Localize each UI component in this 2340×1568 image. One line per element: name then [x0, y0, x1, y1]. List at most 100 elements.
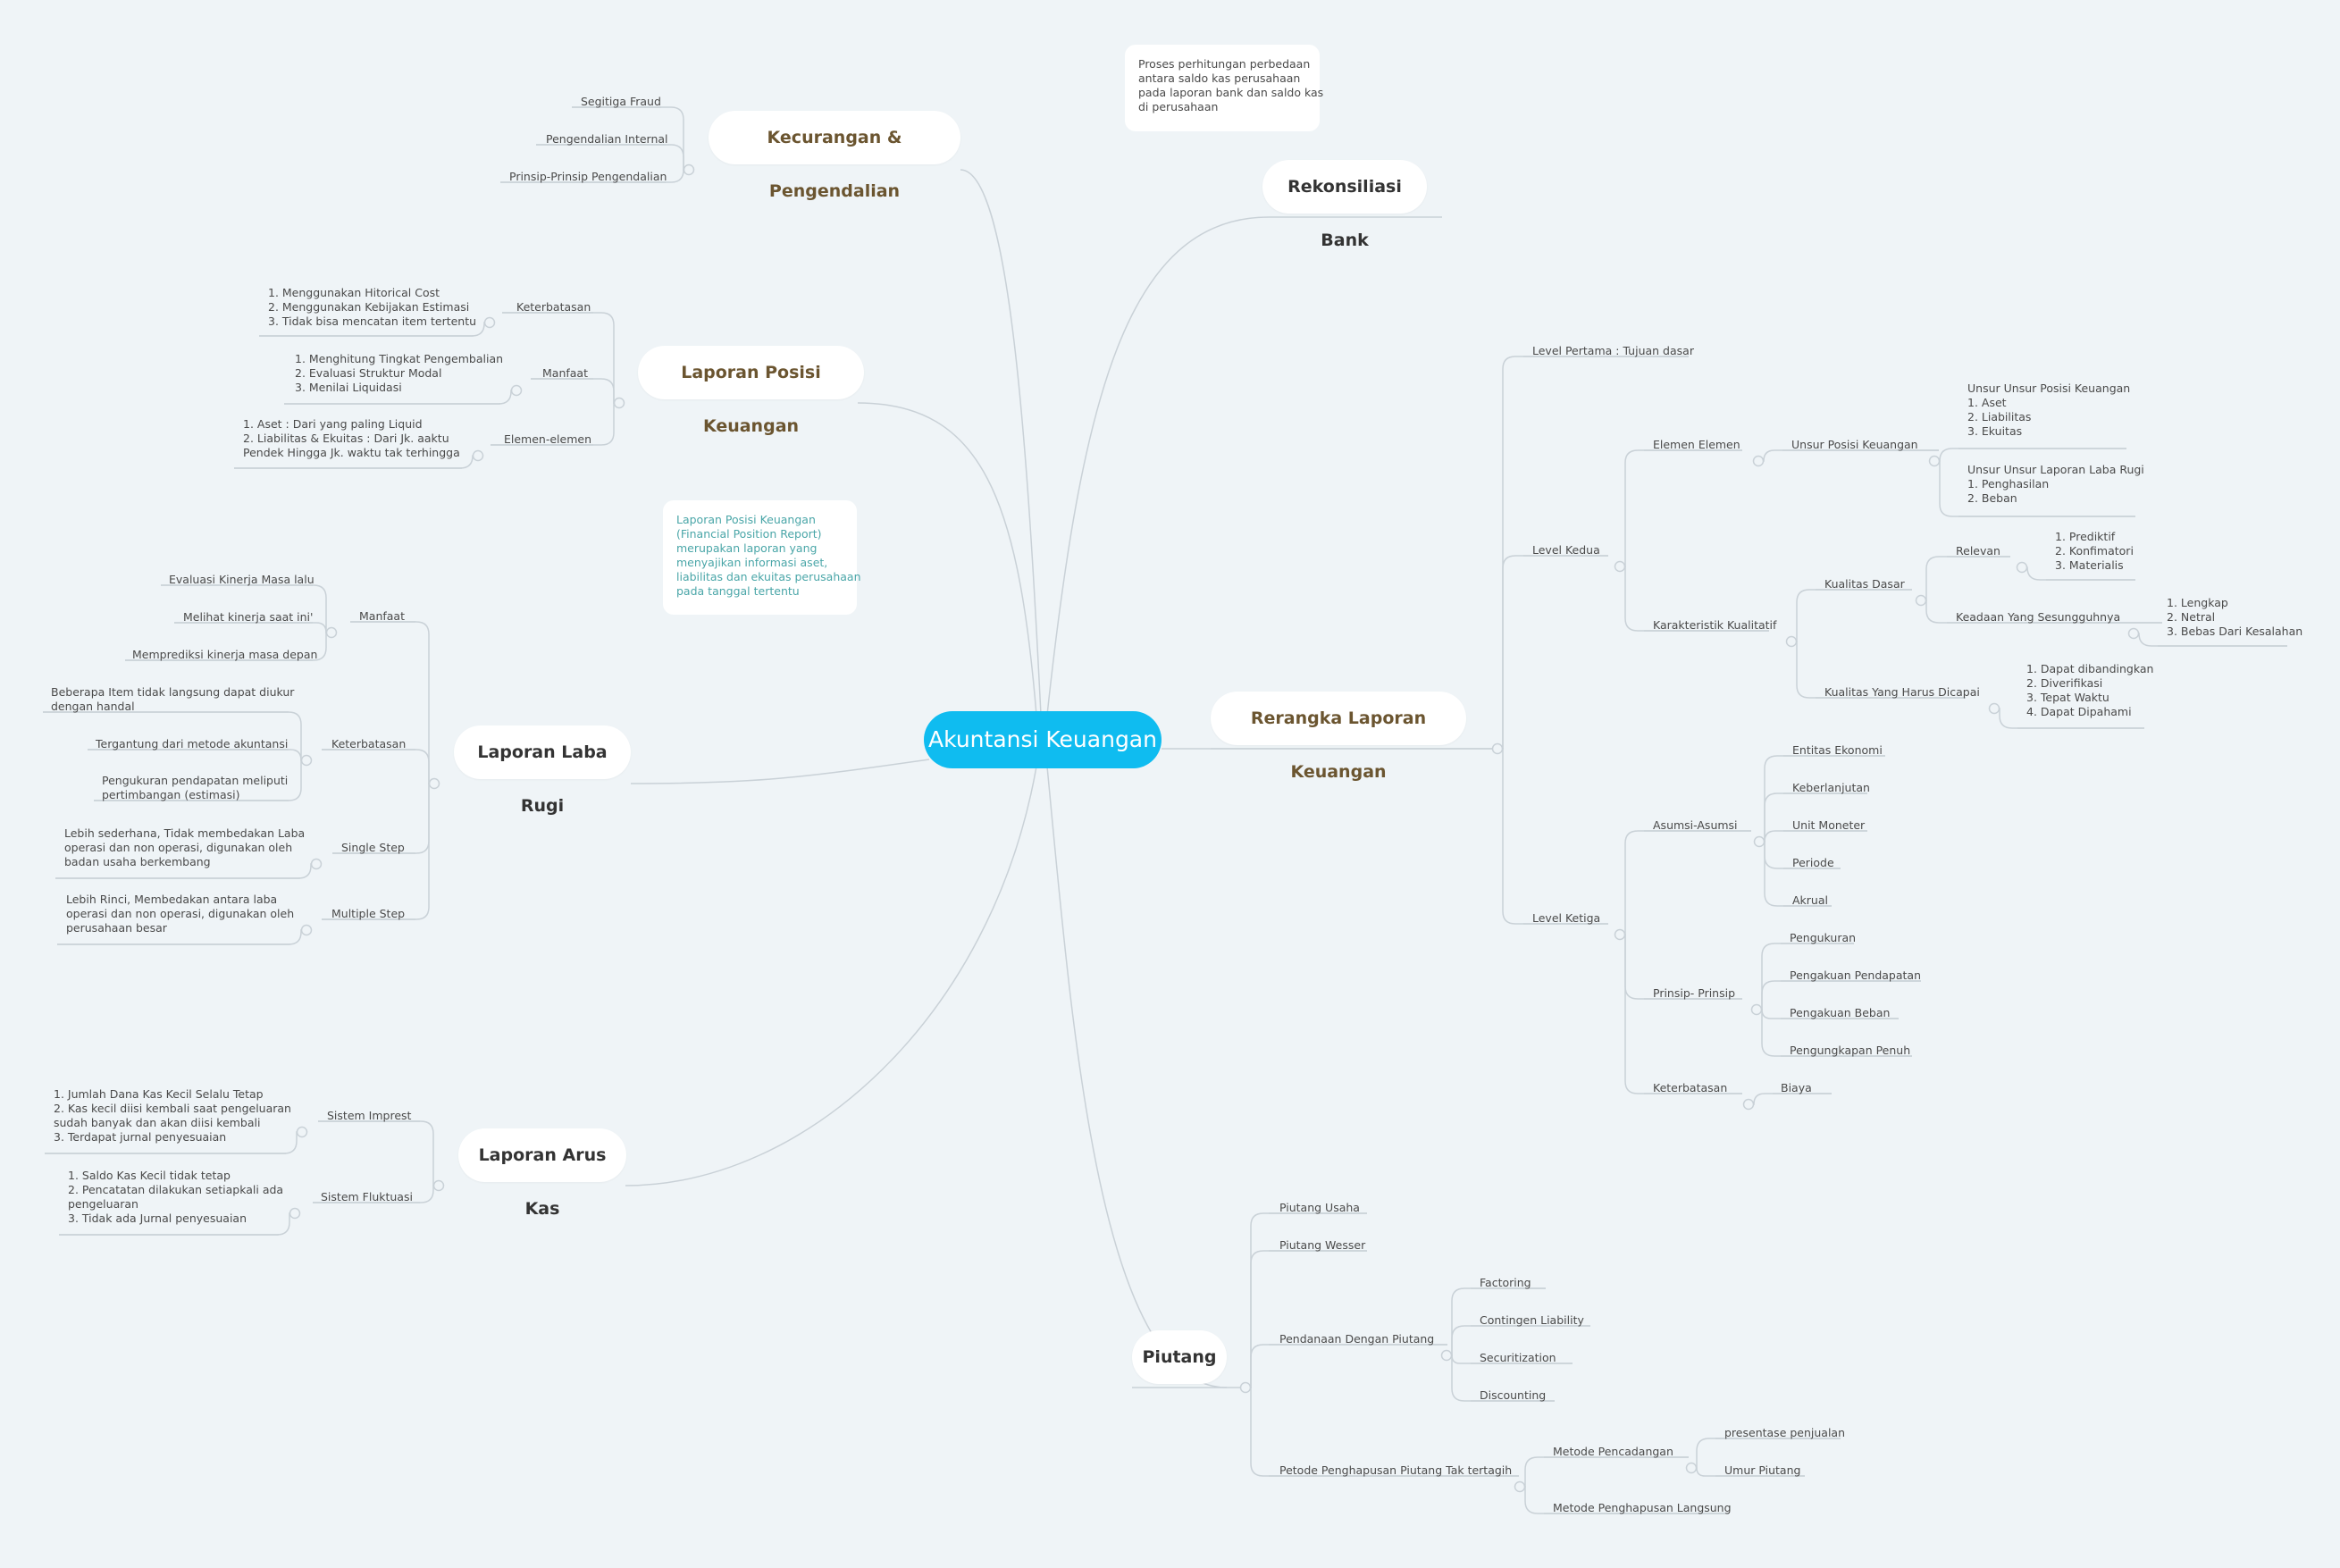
topic-multiple-step[interactable]: Multiple Step: [331, 907, 406, 920]
topic-elemen-elemen[interactable]: Elemen Elemen: [1653, 438, 1740, 451]
topic-level-ketiga[interactable]: Level Ketiga: [1532, 911, 1601, 925]
main-labarugi: [630, 759, 930, 784]
main-posisi: [857, 402, 1037, 716]
topic-prinsip-prinsip[interactable]: Prinsip- Prinsip: [1653, 986, 1736, 1000]
topic-single-step[interactable]: Single Step: [341, 841, 405, 854]
item-contingen-liability[interactable]: Contingen Liability: [1480, 1313, 1584, 1327]
detail-relevan: 1. Prediktif 2. Konfimatori 3. Materiali…: [2055, 530, 2134, 572]
central-topic[interactable]: Akuntansi Keuangan: [924, 711, 1162, 768]
item-pengukuran-pendapatan[interactable]: Pengukuran pendapatan meliputi pertimban…: [102, 774, 289, 801]
junction-dot: [613, 397, 625, 409]
topic-petode-penghapusan[interactable]: Petode Penghapusan Piutang Tak tertagih: [1279, 1463, 1513, 1477]
tree-connector: [1921, 556, 2010, 601]
tree-connector: [1447, 1325, 1590, 1356]
topic-karakteristik-kualitatif[interactable]: Karakteristik Kualitatif: [1653, 618, 1777, 632]
detail-kualitas-harus: 1. Dapat dibandingkan 2. Diverifikasi 3.…: [2026, 662, 2154, 718]
topic-piutang-usaha[interactable]: Piutang Usaha: [1279, 1201, 1360, 1214]
item-periode[interactable]: Periode: [1792, 856, 1834, 869]
note-rekonsiliasi: Proses perhitungan perbedaan antara sald…: [1125, 45, 1323, 131]
topic-metode-penghapusan-langsung[interactable]: Metode Penghapusan Langsung: [1553, 1501, 1732, 1514]
topic-posisi-keterbatasan[interactable]: Keterbatasan: [516, 300, 591, 314]
item-factoring[interactable]: Factoring: [1480, 1276, 1531, 1289]
tree-connector: [1934, 460, 2135, 517]
item-beberapa-item[interactable]: Beberapa Item tidak langsung dapat diuku…: [51, 685, 295, 713]
topic-keadaan-sesungguhnya[interactable]: Keadaan Yang Sesungguhnya: [1956, 610, 2121, 624]
junction-dot: [1440, 1349, 1453, 1362]
topic-level-pertama[interactable]: Level Pertama : Tujuan dasar: [1532, 344, 1694, 357]
detail-keadaan: 1. Lengkap 2. Netral 3. Bebas Dari Kesal…: [2167, 596, 2303, 638]
branch-rekonsiliasi-bank[interactable]: Rekonsiliasi Bank: [1262, 160, 1427, 250]
topic-segitiga-fraud[interactable]: Segitiga Fraud: [581, 95, 661, 108]
detail-sistem-imprest: 1. Jumlah Dana Kas Kecil Selalu Tetap 2.…: [54, 1087, 291, 1144]
topic-pendanaan-piutang[interactable]: Pendanaan Dengan Piutang: [1279, 1332, 1435, 1346]
main-kecurangan: [960, 169, 1042, 716]
item-umur-piutang[interactable]: Umur Piutang: [1724, 1463, 1801, 1477]
topic-level-kedua[interactable]: Level Kedua: [1532, 543, 1600, 557]
junction-dot: [300, 924, 313, 936]
topic-relevan[interactable]: Relevan: [1956, 544, 2000, 558]
item-pengukuran[interactable]: Pengukuran: [1790, 931, 1857, 944]
tree-connector: [94, 759, 306, 801]
item-tergantung-metode[interactable]: Tergantung dari metode akuntansi: [96, 737, 289, 750]
tree-connector: [1757, 980, 1921, 1010]
topic-sistem-imprest[interactable]: Sistem Imprest: [327, 1109, 412, 1122]
item-melihat-kinerja[interactable]: Melihat kinerja saat ini': [183, 610, 314, 624]
topic-labarugi-manfaat[interactable]: Manfaat: [359, 609, 405, 623]
note-posisi-keuangan: Laporan Posisi Keuangan (Financial Posit…: [663, 500, 861, 615]
item-evaluasi-kinerja[interactable]: Evaluasi Kinerja Masa lalu: [169, 573, 315, 586]
branch-kecurangan-pengendalian[interactable]: Kecurangan & Pengendalian: [709, 111, 960, 201]
topic-posisi-elemen[interactable]: Elemen-elemen: [504, 432, 592, 446]
topic-metode-pencadangan[interactable]: Metode Pencadangan: [1553, 1445, 1673, 1458]
junction-dot: [289, 1207, 301, 1220]
junction-dot: [1514, 1480, 1526, 1493]
tree-connector: [1791, 589, 1912, 642]
tree-connector: [350, 621, 434, 784]
topic-unsur-posisi-keuangan[interactable]: Unsur Posisi Keuangan: [1791, 438, 1918, 451]
junction-dot: [1742, 1098, 1755, 1111]
tree-connector: [1934, 448, 2126, 462]
item-pengakuan-beban[interactable]: Pengakuan Beban: [1790, 1006, 1891, 1019]
item-akrual[interactable]: Akrual: [1792, 893, 1828, 907]
item-discounting[interactable]: Discounting: [1480, 1388, 1547, 1402]
detail-posisi-keterbatasan: 1. Menggunakan Hitorical Cost 2. Menggun…: [268, 286, 477, 328]
branch-laporan-laba-rugi[interactable]: Laporan Laba Rugi: [454, 725, 631, 816]
item-unit-moneter[interactable]: Unit Moneter: [1792, 818, 1866, 832]
tree-connector: [1497, 356, 1689, 750]
item-memprediksi-kinerja[interactable]: Memprediksi kinerja masa depan: [132, 648, 318, 661]
item-pengungkapan-penuh[interactable]: Pengungkapan Penuh: [1790, 1044, 1911, 1057]
main-arus: [625, 766, 1037, 1186]
detail-posisi-elemen: 1. Aset : Dari yang paling Liquid 2. Lia…: [243, 417, 460, 459]
junction-dot: [296, 1126, 308, 1138]
branch-rerangka-laporan-keuangan[interactable]: Rerangka Laporan Keuangan: [1211, 692, 1466, 782]
tree-connector: [1620, 566, 1769, 632]
tree-connector: [322, 783, 434, 920]
item-biaya[interactable]: Biaya: [1781, 1081, 1812, 1094]
tree-connector: [536, 144, 689, 171]
junction-dot: [300, 754, 313, 767]
topic-sistem-fluktuasi[interactable]: Sistem Fluktuasi: [321, 1190, 413, 1203]
topic-piutang-wesser[interactable]: Piutang Wesser: [1279, 1238, 1366, 1252]
topic-rerangka-keterbatasan[interactable]: Keterbatasan: [1653, 1081, 1728, 1094]
topic-labarugi-keterbatasan[interactable]: Keterbatasan: [331, 737, 407, 750]
topic-posisi-manfaat[interactable]: Manfaat: [542, 366, 588, 380]
branch-piutang[interactable]: Piutang: [1132, 1330, 1227, 1384]
branch-laporan-posisi-keuangan[interactable]: Laporan Posisi Keuangan: [638, 346, 864, 436]
tree-connector: [1791, 641, 1966, 699]
junction-dot: [1753, 835, 1765, 848]
topic-asumsi-asumsi[interactable]: Asumsi-Asumsi: [1653, 818, 1738, 832]
item-keberlanjutan[interactable]: Keberlanjutan: [1792, 781, 1870, 794]
topic-kualitas-dasar[interactable]: Kualitas Dasar: [1824, 577, 1905, 591]
topic-prinsip-pengendalian[interactable]: Prinsip-Prinsip Pengendalian: [509, 170, 667, 183]
tree-connector: [125, 632, 331, 661]
item-entitas-ekonomi[interactable]: Entitas Ekonomi: [1792, 743, 1883, 757]
item-presentase-penjualan[interactable]: presentase penjualan: [1724, 1426, 1846, 1439]
topic-kualitas-harus-dicapai[interactable]: Kualitas Yang Harus Dicapai: [1824, 685, 1980, 699]
tree-connector: [322, 749, 434, 784]
junction-dot: [483, 316, 496, 329]
junction-dot: [510, 384, 523, 397]
topic-pengendalian-internal[interactable]: Pengendalian Internal: [546, 132, 668, 146]
branch-laporan-arus-kas[interactable]: Laporan Arus Kas: [458, 1128, 626, 1219]
item-pengakuan-pendapatan[interactable]: Pengakuan Pendapatan: [1790, 968, 1922, 982]
junction-dot: [1614, 928, 1626, 941]
item-securitization[interactable]: Securitization: [1480, 1351, 1556, 1364]
